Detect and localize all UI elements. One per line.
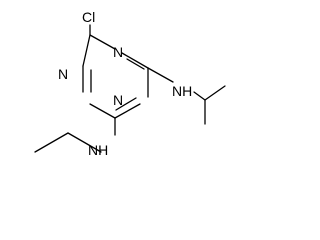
amine-right-label: NH (172, 83, 192, 99)
ring-nitrogen-left-label: N (58, 66, 68, 82)
chemical-structure: Cl N N N NH NH (34, 9, 226, 158)
bond-c-right-nh (147, 67, 174, 83)
bond-c-n-top (89, 34, 116, 50)
bond-nh-ch (193, 91, 206, 101)
bond-n-bottom-c-bottom-double (115, 97, 137, 111)
bond-c-top-n-top-left (82, 34, 91, 67)
bond-ch-ch3-up (204, 85, 226, 101)
bond-ch2-ch3 (34, 132, 69, 153)
ring-nitrogen-top-label: N (113, 44, 123, 60)
bond-nh-ch2 (67, 132, 102, 153)
amine-bottom-label: NH (88, 142, 108, 158)
bond-n-top-c-right-double (126, 58, 145, 70)
ring-nitrogen-bottom-label: N (113, 92, 123, 108)
bond-n-top-c-right (121, 52, 149, 69)
chlorine-label: Cl (82, 9, 95, 25)
bond-n-bottom-c-bottom (114, 103, 141, 119)
bond-c-bottom-n-left (89, 103, 116, 119)
